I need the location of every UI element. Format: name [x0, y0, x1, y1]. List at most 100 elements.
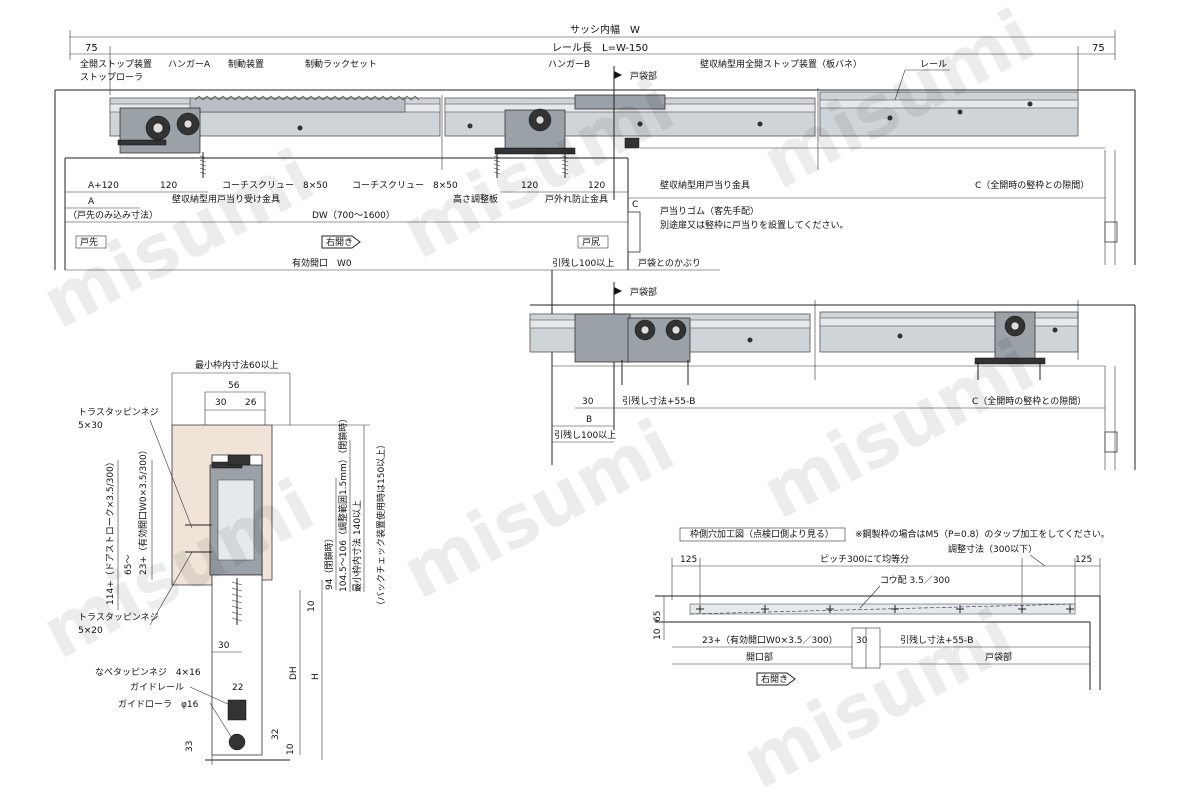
truss-screw-2-size: 5×20 — [78, 626, 103, 636]
mid-door-pocket-arrow-icon — [614, 287, 622, 295]
open-right-label: 右開き — [326, 236, 353, 248]
adjust-label: 調整寸法（300以下） — [948, 543, 1037, 555]
watermark-5: misumi — [389, 403, 688, 615]
dim-120b: 120 — [521, 181, 538, 191]
pitch-label: ピッチ300にて均等分 — [820, 553, 909, 565]
brake-rack-set-label: 制動ラックセット — [305, 58, 377, 70]
dim-26: 26 — [245, 398, 257, 408]
dim-94-label: 94（閉鎖時） — [323, 534, 335, 590]
brake-device-label: 制動装置 — [228, 58, 264, 70]
watermark-2: misumi — [389, 63, 688, 275]
full-stop-label: 全開ストップ装置 — [80, 58, 152, 70]
wall-full-stop-device — [574, 94, 666, 110]
install-note: 別途扉又は竪枠に戸当りを設置してください。 — [660, 219, 848, 231]
dim-32: 32 — [271, 729, 281, 740]
dw-label: DW（700～1600） — [312, 210, 395, 221]
hole-dim-65: 65 — [653, 611, 663, 622]
wall-stop-fitting — [624, 137, 640, 149]
open-right-arrow-icon — [321, 235, 361, 249]
mid-diagram: 戸袋部 30 引残し寸法+55-B C（全開時の竪枠との隙間） B 引残し100… — [529, 270, 1136, 470]
truss-screw-1-label: トラスタッピンネジ — [78, 407, 159, 418]
hole-dim-10: 10 — [653, 628, 663, 640]
hole-pull-remain-dim: 引残し寸法+55-B — [900, 634, 973, 646]
door-stroke-label: 114+（ドアストローク×3.5/300） — [105, 457, 116, 605]
brake-rack — [189, 97, 406, 113]
rail-length-label: レール長 L=W-150 — [552, 42, 648, 54]
sash-width-label: サッシ内幅 W — [570, 23, 640, 36]
dim-a: A — [88, 197, 95, 207]
guide-roller-label: ガイドローラ φ16 — [118, 699, 199, 710]
door-front-label: 戸先 — [80, 236, 98, 248]
watermark-1: misumi — [29, 133, 328, 345]
opening-part-label: 開口部 — [746, 651, 773, 663]
hole-dim-30: 30 — [856, 636, 868, 646]
back-check-label: （バックチェック装置使用時は150以上） — [375, 440, 387, 610]
watermark-7: misumi — [729, 593, 1028, 800]
wall-full-stop-label: 壁収納型用全開ストップ装置（板バネ） — [700, 58, 862, 70]
mid-pull-remain-dim: 引残し寸法+55-B — [622, 395, 695, 407]
mid-pull-remain-label: 引残し100以上 — [554, 429, 616, 441]
dim-120c: 120 — [588, 181, 605, 191]
rail-label: レール — [920, 60, 947, 70]
truss-screw-2-label: トラスタッピンネジ — [78, 612, 159, 623]
stopper-roller-label: ストップローラ — [80, 72, 143, 83]
mid-c-gap-label: C（全開時の竪枠との隙間） — [972, 395, 1086, 407]
dim-dh: DH — [289, 666, 299, 680]
effective-opening-label: 有効開口 W0 — [292, 257, 352, 269]
frame-holes-note: ※鋼製枠の場合はM5（P=0.8）のタップ加工をしてください。 — [855, 528, 1110, 540]
pull-remain-label: 引残し100以上 — [552, 257, 614, 269]
top-diagram: サッシ内幅 W 75 75 レール長 L=W-150 — [54, 23, 1136, 271]
dim-125-right: 125 — [1075, 555, 1092, 565]
wood-frame — [171, 424, 273, 586]
mid-dim-b: B — [586, 415, 592, 425]
dim-30: 30 — [215, 398, 227, 408]
door-pocket-label: 戸袋部 — [630, 70, 657, 82]
door-pocket-arrow-icon — [614, 71, 622, 79]
pan-screw-label: なべタッピンネジ 4×16 — [95, 667, 201, 678]
watermark-6: misumi — [749, 323, 1048, 535]
slope-label: コウ配 3.5／300 — [880, 575, 950, 586]
guide-roller-icon — [228, 733, 246, 751]
guide-rail-label: ガイドレール — [130, 682, 184, 693]
effective-opening-v-label: 23+（有効開口W0×3.5/300） — [137, 445, 149, 575]
section-view: 最小枠内寸法60以上 56 30 26 トラスタッピンネジ 5×30 — [78, 359, 387, 765]
guide-rail — [227, 699, 247, 721]
hanger-a-label: ハンガーA — [168, 59, 211, 70]
coach-screw-1-label: コーチスクリュー 8×50 — [222, 180, 328, 191]
dim-10a: 10 — [307, 600, 317, 612]
derail-prevent-label: 戸外れ防止金具 — [545, 193, 608, 205]
pocket-part-label: 戸袋部 — [985, 651, 1012, 663]
range-adj-label: 104.5～106（調整範囲1.5mm）（閉鎖時） — [337, 414, 349, 592]
dim-75-left: 75 — [85, 43, 98, 54]
coach-screw-2-label: コーチスクリュー 8×50 — [352, 180, 458, 191]
dim-120a: 120 — [160, 181, 177, 191]
mid-door-pocket-label: 戸袋部 — [630, 286, 657, 298]
hole-open-right-label: 右開き — [761, 673, 788, 685]
dim-33: 33 — [185, 741, 195, 752]
dim-22: 22 — [232, 683, 243, 693]
mid-dim-30: 30 — [582, 397, 594, 407]
hole-open-right-arrow-icon — [756, 672, 796, 686]
height-adj-label: 高さ調整板 — [453, 193, 498, 205]
hole-effective-label: 23+（有効開口W0×3.5／300） — [702, 634, 838, 646]
dim-10b: 10 — [286, 743, 296, 755]
dim-h: H — [311, 673, 321, 680]
rubber-label: 戸当りゴム（客先手配） — [660, 205, 759, 217]
a-plus-120-label: A+120 — [88, 181, 119, 191]
dim-75-right: 75 — [1092, 43, 1105, 54]
min-frame-inner-label: 最小枠内寸法 140以上 — [351, 500, 363, 592]
dim-30b: 30 — [218, 641, 230, 651]
door-back-label: 戸尻 — [582, 237, 600, 248]
mid-hanger — [574, 313, 631, 363]
pocket-overlap-label: 戸袋とのかぶり — [638, 257, 701, 269]
min-frame-label: 最小枠内寸法60以上 — [195, 359, 278, 371]
dim-c: C — [632, 200, 638, 210]
wall-stop-fitting-label: 壁収納型用戸当り金具 — [660, 179, 750, 191]
receiver-fitting-label: 壁収納型用戸当り受け金具 — [172, 193, 280, 205]
frame-hole-diagram: 枠側穴加工図（点検口側より見る） ※鋼製枠の場合はM5（P=0.8）のタップ加工… — [653, 527, 1110, 690]
rail-section-3 — [819, 91, 1079, 137]
truss-screw-1-size: 5×30 — [78, 421, 103, 431]
frame-holes-title: 枠側穴加工図（点検口側より見る） — [690, 528, 834, 540]
